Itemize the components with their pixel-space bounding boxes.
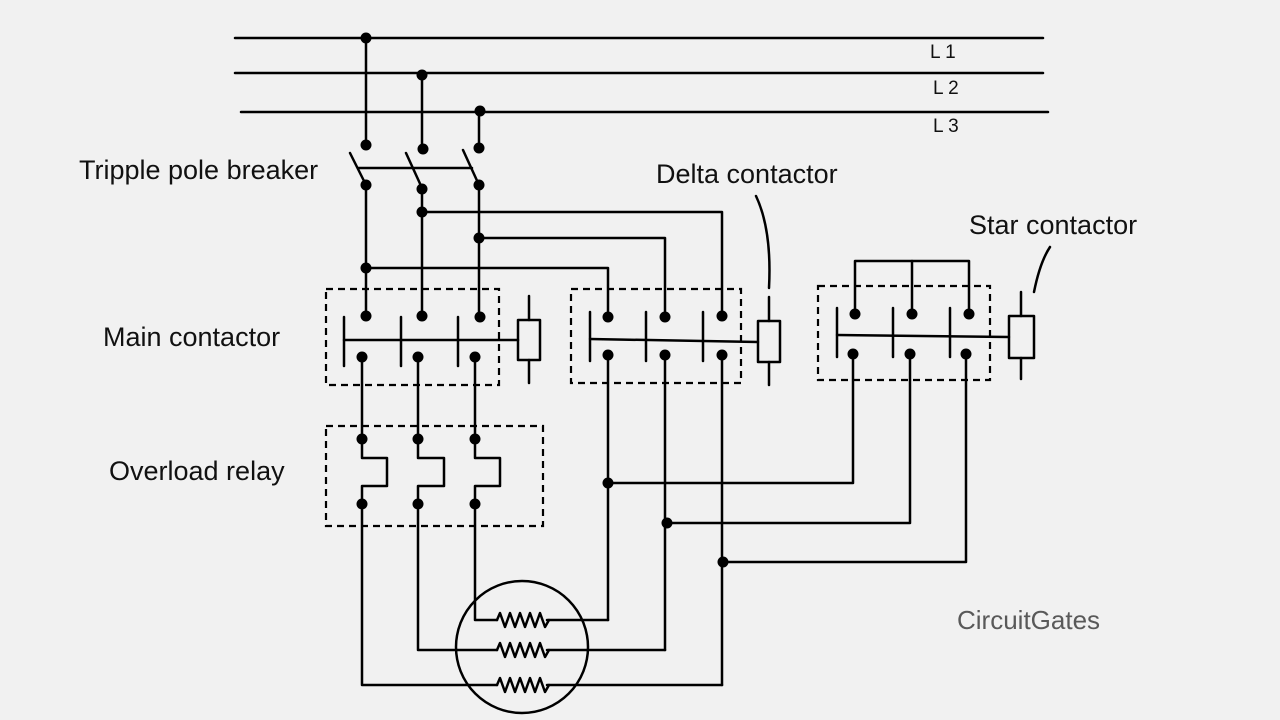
winding-3 <box>495 676 551 694</box>
main-contactor <box>324 287 542 387</box>
label-breaker: Tripple pole breaker <box>79 155 318 185</box>
delta-contactor <box>569 194 782 387</box>
brand-watermark: CircuitGates <box>957 605 1100 635</box>
label-l2: L 2 <box>933 78 959 99</box>
label-main-contactor: Main contactor <box>103 322 280 352</box>
star-delta-wiring <box>602 352 968 687</box>
motor <box>360 502 724 715</box>
label-overload-relay: Overload relay <box>109 456 285 486</box>
supply-lines <box>233 36 1050 114</box>
winding-2 <box>495 641 551 659</box>
star-contactor <box>816 245 1052 382</box>
label-star-contactor: Star contactor <box>969 210 1137 240</box>
breaker-wiring <box>360 183 724 318</box>
label-delta-contactor: Delta contactor <box>656 159 838 189</box>
motor-housing <box>454 579 590 715</box>
label-l3: L 3 <box>933 116 959 137</box>
triple-pole-breaker <box>348 32 486 195</box>
winding-1 <box>495 611 551 629</box>
overload-relay <box>324 355 545 528</box>
label-l1: L 1 <box>930 42 956 63</box>
